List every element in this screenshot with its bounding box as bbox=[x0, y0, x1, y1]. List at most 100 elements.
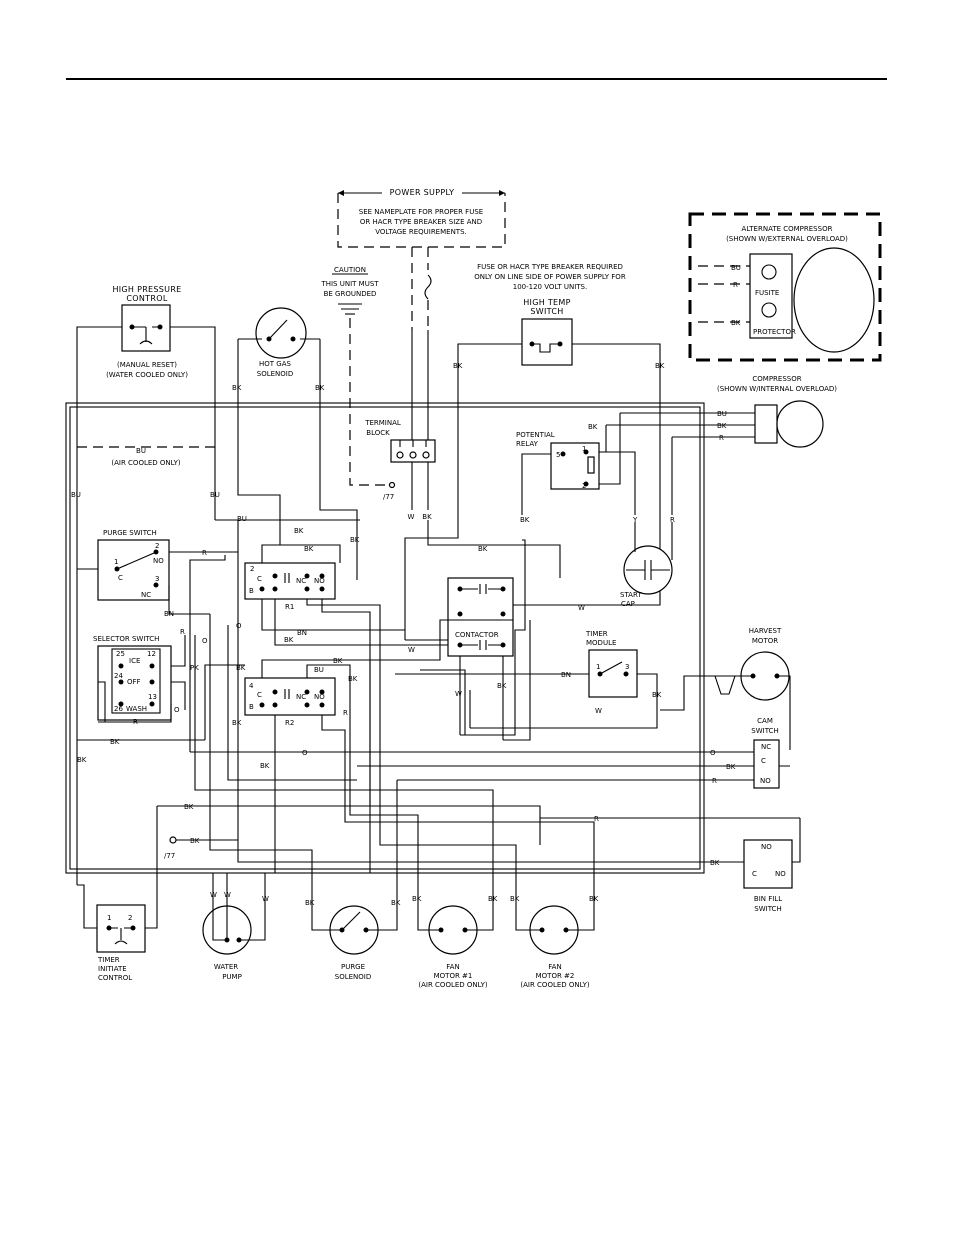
svg-text:NO: NO bbox=[153, 557, 164, 565]
air-cooled-note: (AIR COOLED ONLY) bbox=[111, 459, 181, 467]
svg-text:1: 1 bbox=[107, 914, 111, 922]
alternate-compressor-box: ALTERNATE COMPRESSOR (SHOWN W/EXTERNAL O… bbox=[688, 212, 882, 362]
svg-text:BN: BN bbox=[164, 610, 174, 618]
svg-text:BU: BU bbox=[71, 491, 81, 499]
hot-gas-label: HOT GAS bbox=[259, 360, 291, 368]
svg-text:BK: BK bbox=[422, 513, 432, 521]
terminal-block-label: TERMINAL bbox=[364, 419, 401, 427]
power-supply-note: VOLTAGE REQUIREMENTS. bbox=[375, 228, 467, 236]
svg-text:B: B bbox=[249, 587, 254, 595]
svg-text:CONTROL: CONTROL bbox=[126, 294, 167, 303]
svg-text:2: 2 bbox=[128, 914, 132, 922]
cam-switch-label: CAM bbox=[757, 717, 773, 725]
svg-text:SOLENOID: SOLENOID bbox=[257, 370, 293, 378]
svg-text:BU: BU bbox=[731, 264, 741, 272]
svg-text:INITIATE: INITIATE bbox=[98, 965, 127, 973]
selector-position-off: OFF bbox=[127, 678, 141, 686]
svg-text:/77: /77 bbox=[164, 852, 175, 860]
svg-text:O: O bbox=[236, 622, 242, 630]
selector-switch[interactable] bbox=[97, 645, 172, 721]
ground-icon bbox=[338, 303, 362, 315]
svg-text:SWITCH: SWITCH bbox=[751, 727, 778, 735]
svg-text:BK: BK bbox=[655, 362, 665, 370]
ground-terminal bbox=[388, 481, 396, 489]
svg-text:B: B bbox=[249, 703, 254, 711]
fan-motor-1-label: FAN bbox=[446, 963, 459, 971]
compressor-icon bbox=[776, 400, 824, 448]
svg-text:W: W bbox=[408, 513, 415, 521]
svg-text:2: 2 bbox=[250, 565, 254, 573]
svg-text:O: O bbox=[710, 749, 716, 757]
svg-text:BK: BK bbox=[412, 895, 422, 903]
compressor-terminals bbox=[754, 404, 778, 444]
bin-fill-switch bbox=[743, 839, 793, 889]
svg-text:BLOCK: BLOCK bbox=[366, 429, 390, 437]
svg-text:BK: BK bbox=[232, 719, 242, 727]
svg-text:5: 5 bbox=[556, 451, 560, 459]
svg-text:BK: BK bbox=[232, 384, 242, 392]
svg-text:1: 1 bbox=[114, 558, 118, 566]
svg-text:BK: BK bbox=[77, 756, 87, 764]
svg-text:BK: BK bbox=[731, 319, 741, 327]
svg-text:BK: BK bbox=[520, 516, 530, 524]
svg-text:PROTECTOR: PROTECTOR bbox=[753, 328, 796, 336]
selector-switch-label: SELECTOR SWITCH bbox=[93, 635, 159, 643]
svg-text:R: R bbox=[733, 281, 738, 289]
svg-text:O: O bbox=[302, 749, 308, 757]
high-pressure-label: HIGH PRESSURE bbox=[112, 285, 181, 294]
power-supply-box: POWER SUPPLY SEE NAMEPLATE FOR PROPER FU… bbox=[337, 188, 506, 248]
svg-text:BU: BU bbox=[210, 491, 220, 499]
internal-wiring bbox=[189, 539, 595, 873]
timer-module bbox=[588, 649, 638, 698]
svg-text:3: 3 bbox=[625, 663, 629, 671]
svg-text:NO: NO bbox=[314, 693, 325, 701]
svg-text:BK: BK bbox=[350, 536, 360, 544]
svg-text:BK: BK bbox=[190, 837, 200, 845]
alt-compressor-subtitle: (SHOWN W/EXTERNAL OVERLOAD) bbox=[726, 235, 848, 243]
svg-text:R: R bbox=[202, 549, 207, 557]
svg-text:BK: BK bbox=[260, 762, 270, 770]
svg-text:W: W bbox=[224, 891, 231, 899]
svg-text:BK: BK bbox=[510, 895, 520, 903]
svg-text:BK: BK bbox=[305, 899, 315, 907]
svg-text:BK: BK bbox=[184, 803, 194, 811]
svg-text:START: START bbox=[620, 591, 642, 599]
svg-text:MOTOR #2: MOTOR #2 bbox=[536, 972, 575, 980]
high-temp-switch bbox=[521, 318, 573, 366]
purge-solenoid-label: PURGE bbox=[341, 963, 365, 971]
hot-gas-solenoid-icon bbox=[255, 307, 307, 359]
svg-text:BK: BK bbox=[333, 657, 343, 665]
svg-text:13: 13 bbox=[148, 693, 157, 701]
svg-text:BK: BK bbox=[652, 691, 662, 699]
compressor-label: COMPRESSOR bbox=[752, 375, 801, 383]
potential-relay-label: POTENTIAL bbox=[516, 431, 555, 439]
compressor-label: (SHOWN W/INTERNAL OVERLOAD) bbox=[717, 385, 837, 393]
svg-text:C: C bbox=[752, 870, 757, 878]
ground-terminal bbox=[169, 836, 177, 844]
svg-text:CAP: CAP bbox=[621, 600, 635, 608]
compressor-shell-icon bbox=[793, 247, 875, 353]
svg-text:R: R bbox=[133, 718, 138, 726]
svg-text:BU: BU bbox=[136, 447, 146, 455]
svg-text:Y: Y bbox=[632, 516, 638, 524]
svg-text:24: 24 bbox=[114, 672, 123, 680]
fuse-icon bbox=[424, 274, 432, 300]
svg-text:4: 4 bbox=[249, 682, 254, 690]
selector-position-wash: WASH bbox=[126, 705, 147, 713]
svg-text:BN: BN bbox=[297, 629, 307, 637]
contactor-label: CONTACTOR bbox=[455, 631, 499, 639]
svg-text:1: 1 bbox=[582, 445, 586, 453]
svg-text:W: W bbox=[408, 646, 415, 654]
caution-text: THIS UNIT MUST bbox=[320, 280, 379, 288]
svg-text:W: W bbox=[210, 891, 217, 899]
svg-text:BK: BK bbox=[294, 527, 304, 535]
power-supply-title: POWER SUPPLY bbox=[390, 188, 455, 197]
svg-text:BU: BU bbox=[314, 666, 324, 674]
svg-text:25: 25 bbox=[116, 650, 125, 658]
svg-text:(MANUAL RESET): (MANUAL RESET) bbox=[117, 361, 177, 369]
fuse-note: ONLY ON LINE SIDE OF POWER SUPPLY FOR bbox=[474, 273, 626, 281]
svg-text:R: R bbox=[180, 628, 185, 636]
svg-text:C: C bbox=[118, 574, 123, 582]
svg-text:BK: BK bbox=[478, 545, 488, 553]
svg-text:R: R bbox=[343, 709, 348, 717]
